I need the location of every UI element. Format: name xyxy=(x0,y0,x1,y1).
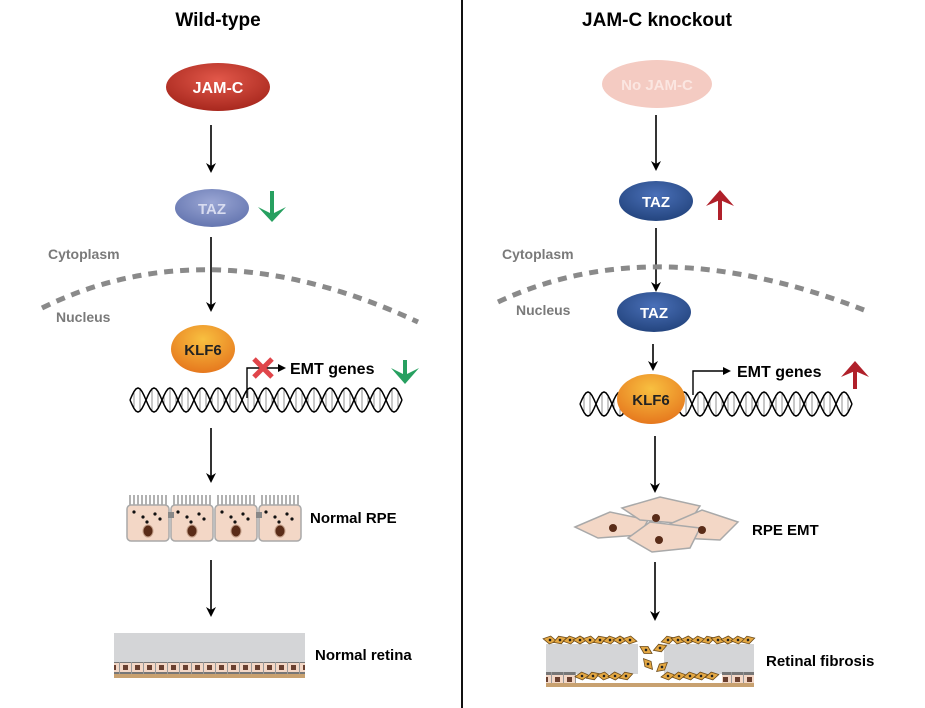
cytoplasm-label: Cytoplasm xyxy=(48,246,120,262)
taz-cytoplasmic-label: TAZ xyxy=(642,194,670,211)
emt-up-arrow-icon xyxy=(841,361,869,389)
taz-up-arrow-icon xyxy=(706,190,734,220)
klf6-label: KLF6 xyxy=(184,342,222,359)
normal-retina-label: Normal retina xyxy=(315,647,412,664)
panel-title: JAM-C knockout xyxy=(582,10,733,31)
dna-helix xyxy=(129,387,403,413)
taz-cytoplasmic-node xyxy=(619,181,693,221)
taz-label: TAZ xyxy=(198,201,226,218)
no-jamc-label: No JAM-C xyxy=(621,77,693,94)
klf6-label: KLF6 xyxy=(632,392,670,409)
nuclear-membrane xyxy=(40,267,420,325)
cytoplasm-label: Cytoplasm xyxy=(502,246,574,262)
taz-nuclear-label: TAZ xyxy=(640,305,668,322)
jamc-label: JAM-C xyxy=(193,80,244,97)
normal-rpe-cells xyxy=(126,495,302,542)
emt-genes-label: EMT genes xyxy=(737,364,822,381)
retinal-fibrosis-label: Retinal fibrosis xyxy=(766,653,874,670)
rpe-emt-cells xyxy=(573,496,740,553)
klf6-node xyxy=(171,325,235,373)
transcription-start-arrow xyxy=(692,367,731,395)
blocked-x-icon xyxy=(252,357,274,379)
no-jamc-node xyxy=(602,60,712,108)
jamc-node xyxy=(166,63,270,111)
taz-nuclear-node xyxy=(617,292,691,332)
panel-title: Wild-type xyxy=(175,10,260,31)
normal-rpe-label: Normal RPE xyxy=(310,510,397,527)
rpe-emt-label: RPE EMT xyxy=(752,522,819,539)
taz-node xyxy=(175,189,249,227)
emt-down-arrow-icon xyxy=(391,360,419,384)
retinal-fibrosis-graphic xyxy=(542,635,756,687)
panel-jamc-knockout: JAM-C knockout No JAM-C TAZ Cytoplasm Nu… xyxy=(496,10,874,687)
klf6-node xyxy=(617,374,685,424)
nucleus-label: Nucleus xyxy=(516,302,571,318)
normal-retina-graphic xyxy=(114,633,305,678)
emt-genes-label: EMT genes xyxy=(290,361,375,378)
taz-down-arrow-icon xyxy=(258,191,286,222)
nucleus-label: Nucleus xyxy=(56,309,111,325)
transcription-start-arrow xyxy=(246,364,286,398)
panel-wild-type: Wild-type JAM-C TAZ Cytoplasm Nucleus KL… xyxy=(40,10,420,678)
